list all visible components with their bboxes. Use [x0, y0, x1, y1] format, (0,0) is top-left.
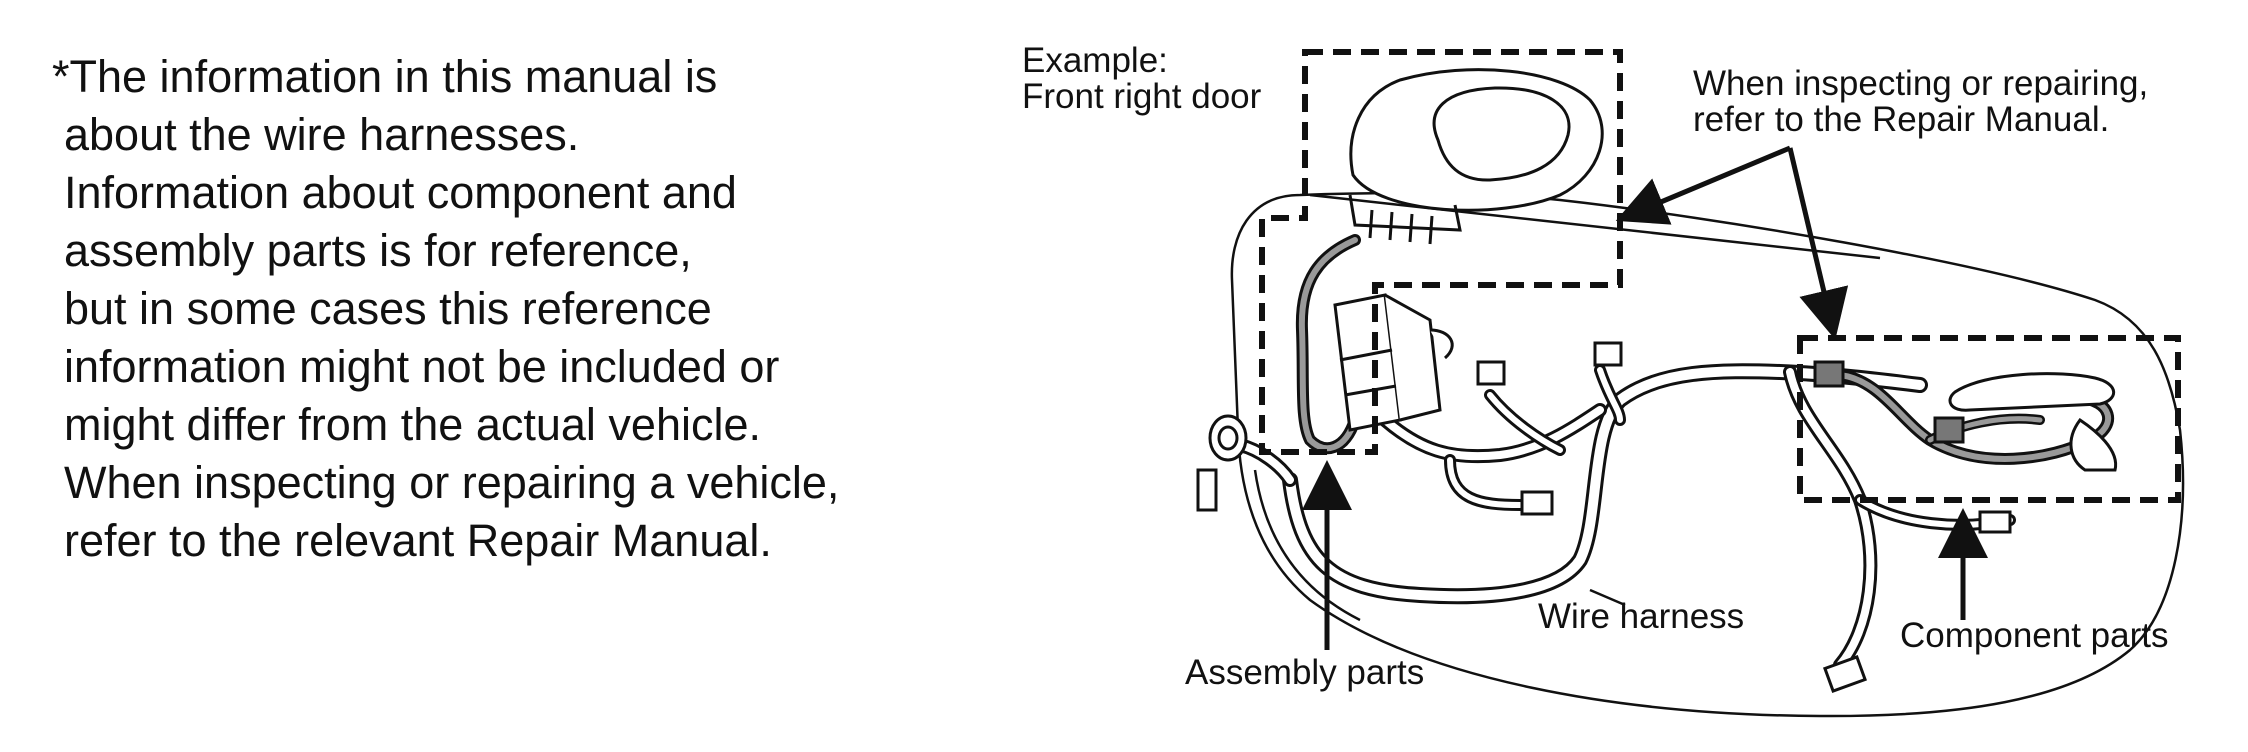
note-line: When inspecting or repairing a vehicle, [64, 457, 840, 508]
example-label: Example: [1022, 41, 1168, 80]
wire-harness-label: Wire harness [1538, 597, 1744, 636]
inspect-note-line-1: When inspecting or repairing, [1693, 64, 2148, 103]
note-line: *The information in this manual is [52, 51, 718, 102]
assembly-wiring [1295, 234, 1361, 455]
pointers [1302, 145, 1988, 650]
note-line: information might not be included or [64, 341, 780, 392]
inspect-note-line-2: refer to the Repair Manual. [1693, 100, 2109, 139]
door-handle [1948, 372, 2118, 472]
door-panel [1230, 191, 2185, 718]
wire-harness [1233, 363, 2016, 672]
note-line: about the wire harnesses. [64, 109, 580, 160]
component-parts-label: Component parts [1900, 616, 2168, 655]
note-line: assembly parts is for reference, [64, 225, 692, 276]
note-line: but in some cases this reference [64, 283, 712, 334]
note-line: Information about component and [64, 167, 737, 218]
example-label-door: Front right door [1022, 77, 1262, 116]
component-wiring [1834, 369, 2115, 465]
speaker-connector [1208, 414, 1248, 462]
reference-note: *The information in this manual is about… [52, 48, 952, 570]
door-module [1333, 293, 1454, 432]
side-mirror [1348, 68, 1604, 245]
wire-harness-leader [1589, 588, 1626, 607]
assembly-parts-box [1259, 49, 1623, 455]
note-line: might differ from the actual vehicle. [64, 399, 761, 450]
note-line: refer to the relevant Repair Manual. [64, 515, 772, 566]
component-parts-box [1797, 335, 2181, 503]
connectors [1196, 341, 2012, 694]
assembly-parts-label: Assembly parts [1185, 653, 1424, 692]
